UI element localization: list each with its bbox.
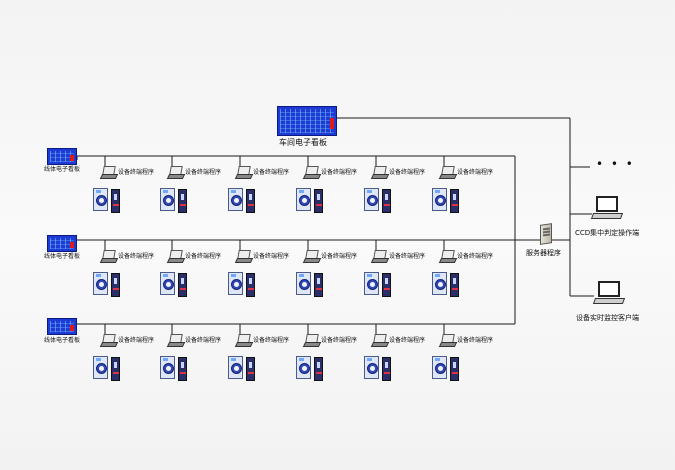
gauge-equipment-icon [93, 188, 121, 214]
terminal-pc-icon [166, 166, 186, 179]
terminal-pc-icon [99, 250, 119, 263]
terminal-label: 设备终端程序 [457, 169, 494, 176]
gauge-equipment-icon [364, 188, 392, 214]
line-board-label-2: 线体电子看板 [44, 253, 81, 260]
terminal-pc-icon [438, 334, 458, 347]
terminal-label: 设备终端程序 [118, 169, 155, 176]
gauge-equipment-icon [364, 272, 392, 298]
server-icon [538, 223, 555, 246]
gauge-equipment-icon [432, 272, 460, 298]
terminal-pc-icon [370, 250, 390, 263]
terminal-pc-icon [234, 250, 254, 263]
gauge-equipment-icon [93, 356, 121, 382]
terminal-pc-icon [370, 166, 390, 179]
gauge-equipment-icon [160, 272, 188, 298]
terminal-label: 设备终端程序 [253, 169, 290, 176]
gauge-equipment-icon [228, 272, 256, 298]
gauge-equipment-icon [160, 356, 188, 382]
gauge-equipment-icon [228, 188, 256, 214]
terminal-pc-icon [302, 334, 322, 347]
more-clients-ellipsis: • • • [596, 157, 635, 171]
workshop-board-label: 车间电子看板 [279, 138, 327, 147]
terminal-label: 设备终端程序 [457, 337, 494, 344]
ccd-laptop-icon [590, 196, 624, 222]
terminal-label: 设备终端程序 [185, 253, 222, 260]
gauge-equipment-icon [296, 272, 324, 298]
terminal-pc-icon [99, 334, 119, 347]
terminal-label: 设备终端程序 [321, 169, 358, 176]
gauge-equipment-icon [432, 356, 460, 382]
terminal-label: 设备终端程序 [185, 337, 222, 344]
terminal-label: 设备终端程序 [321, 253, 358, 260]
ccd-client-label: CCD集中判定操作端 [575, 229, 640, 237]
line-board-icon-1 [47, 148, 77, 165]
line-board-icon-3 [47, 318, 77, 335]
terminal-pc-icon [302, 166, 322, 179]
terminal-pc-icon [302, 250, 322, 263]
gauge-equipment-icon [296, 188, 324, 214]
terminal-label: 设备终端程序 [389, 337, 426, 344]
line-board-icon-2 [47, 235, 77, 252]
terminal-pc-icon [370, 334, 390, 347]
gauge-equipment-icon [160, 188, 188, 214]
terminal-label: 设备终端程序 [253, 337, 290, 344]
terminal-label: 设备终端程序 [253, 253, 290, 260]
terminal-label: 设备终端程序 [321, 337, 358, 344]
terminal-pc-icon [166, 250, 186, 263]
workshop-board-icon [277, 106, 337, 136]
terminal-pc-icon [234, 334, 254, 347]
gauge-equipment-icon [228, 356, 256, 382]
terminal-pc-icon [438, 166, 458, 179]
terminal-pc-icon [166, 334, 186, 347]
gauge-equipment-icon [432, 188, 460, 214]
terminal-label: 设备终端程序 [457, 253, 494, 260]
terminal-label: 设备终端程序 [389, 169, 426, 176]
terminal-label: 设备终端程序 [185, 169, 222, 176]
terminal-label: 设备终端程序 [389, 253, 426, 260]
gauge-equipment-icon [364, 356, 392, 382]
terminal-label: 设备终端程序 [118, 337, 155, 344]
terminal-pc-icon [99, 166, 119, 179]
terminal-pc-icon [438, 250, 458, 263]
monitor-laptop-icon [592, 281, 626, 307]
gauge-equipment-icon [93, 272, 121, 298]
gauge-equipment-icon [296, 356, 324, 382]
line-board-label-1: 线体电子看板 [44, 166, 81, 173]
terminal-pc-icon [234, 166, 254, 179]
terminal-label: 设备终端程序 [118, 253, 155, 260]
monitor-client-label: 设备实时监控客户端 [576, 314, 639, 322]
server-label: 服务器程序 [526, 249, 561, 257]
line-board-label-3: 线体电子看板 [44, 337, 81, 344]
